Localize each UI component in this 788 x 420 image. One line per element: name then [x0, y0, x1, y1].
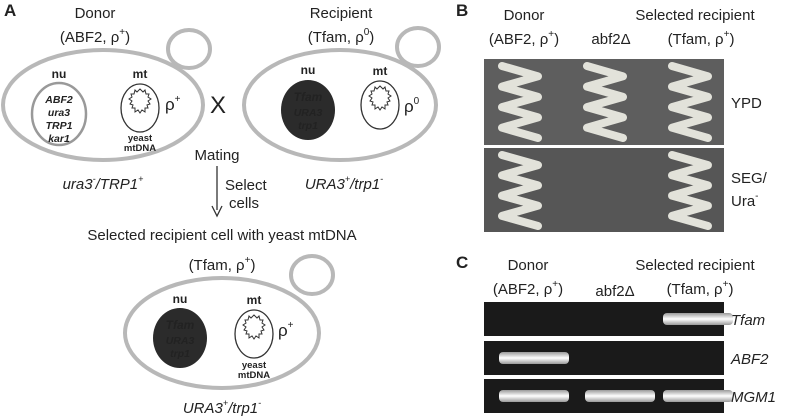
donor-mtdna-icon: [120, 83, 160, 133]
donor-gene-2: ura3: [48, 107, 70, 119]
selected-markers: URA3+/trp1-: [183, 398, 261, 417]
recipient-mito-empty: [360, 80, 400, 130]
select-label-1: Select: [225, 177, 268, 194]
donor-gene-1: ABF2: [44, 94, 73, 106]
selected-caption: Selected recipient cell with yeast mtDNA: [87, 227, 356, 244]
selected-genotype: (Tfam, ρ+): [189, 255, 256, 274]
growth-streak: [583, 62, 627, 142]
growth-streak: [498, 151, 542, 230]
growth-streak: [668, 151, 712, 230]
selected-rho: ρ+: [278, 320, 294, 340]
recipient-bud: [395, 26, 441, 68]
c-col-rec-1: Selected recipient: [635, 257, 755, 274]
recipient-nucleus: [281, 80, 335, 140]
selected-gene-3: trp1: [170, 348, 190, 360]
panel-a-label: A: [4, 1, 16, 20]
recipient-mito-cristae: [368, 85, 392, 111]
b-row-ura: Ura-: [731, 191, 759, 210]
growth-streaks: [498, 62, 712, 230]
recipient-rho: ρ0: [404, 96, 420, 116]
c-col-mid: abf2Δ: [595, 283, 634, 300]
donor-mtdna-label-1: yeast: [128, 133, 153, 144]
b-col-mid: abf2Δ: [591, 31, 630, 48]
gel-band: [499, 390, 569, 402]
donor-mt-label: mt: [133, 67, 148, 81]
donor-bud: [166, 28, 212, 70]
donor-title: Donor: [75, 5, 116, 22]
recipient-markers: URA3+/trp1-: [305, 174, 383, 193]
selected-mtdna-icon: [234, 309, 274, 359]
selected-gene-2: URA3: [166, 335, 195, 347]
selected-mtdna-label-2: mtDNA: [238, 370, 270, 381]
b-col-rec-1: Selected recipient: [635, 7, 755, 24]
recipient-gene-2: URA3: [294, 107, 323, 119]
selected-nucleus: [153, 308, 207, 368]
gel-band: [663, 390, 733, 402]
select-label-2: cells: [229, 195, 259, 212]
panel-b-label: B: [456, 1, 468, 20]
gel-band: [663, 313, 733, 325]
gel-row-label: MGM1: [731, 389, 776, 406]
panel-c-label: C: [456, 253, 468, 272]
growth-streak: [668, 62, 712, 142]
recipient-nu-label: nu: [301, 63, 316, 77]
donor-mtdna-label-2: mtDNA: [124, 143, 156, 154]
recipient-gene-3: trp1: [298, 120, 318, 132]
selected-bud: [289, 254, 335, 296]
donor-nu-label: nu: [52, 67, 67, 81]
cross-symbol: X: [210, 92, 226, 119]
b-col-rec-2: (Tfam, ρ+): [668, 29, 735, 48]
b-row-seg: SEG/: [731, 170, 768, 187]
donor-gene-3: TRP1: [46, 120, 73, 132]
gel-row-label: Tfam: [731, 312, 765, 329]
b-row-ypd: YPD: [731, 95, 762, 112]
gel-band: [499, 352, 569, 364]
b-col-donor-2: (ABF2, ρ+): [489, 29, 559, 48]
recipient-gene-1: Tfam: [294, 90, 323, 104]
recipient-title: Recipient: [310, 5, 373, 22]
gel-band: [585, 390, 655, 402]
donor-markers: ura3-/TRP1+: [63, 174, 144, 193]
growth-streak: [498, 62, 542, 142]
c-col-donor-2: (ABF2, ρ+): [493, 279, 563, 298]
donor-nucleus: [30, 81, 88, 147]
c-col-rec-2: (Tfam, ρ+): [667, 279, 734, 298]
selected-nu-label: nu: [173, 292, 188, 306]
donor-genotype: (ABF2, ρ+): [60, 27, 130, 46]
selected-mtdna-label-1: yeast: [242, 360, 267, 371]
selected-gene-1: Tfam: [166, 318, 195, 332]
recipient-genotype: (Tfam, ρ0): [308, 27, 375, 46]
gel-row-label: ABF2: [730, 351, 769, 368]
mating-label: Mating: [194, 147, 239, 164]
b-col-donor-1: Donor: [504, 7, 545, 24]
selection-arrow-head: [211, 205, 223, 218]
recipient-mt-label: mt: [373, 64, 388, 78]
c-col-donor-1: Donor: [508, 257, 549, 274]
donor-rho: ρ+: [165, 94, 181, 114]
selected-mt-label: mt: [247, 293, 262, 307]
donor-gene-4: kar1: [48, 133, 70, 145]
